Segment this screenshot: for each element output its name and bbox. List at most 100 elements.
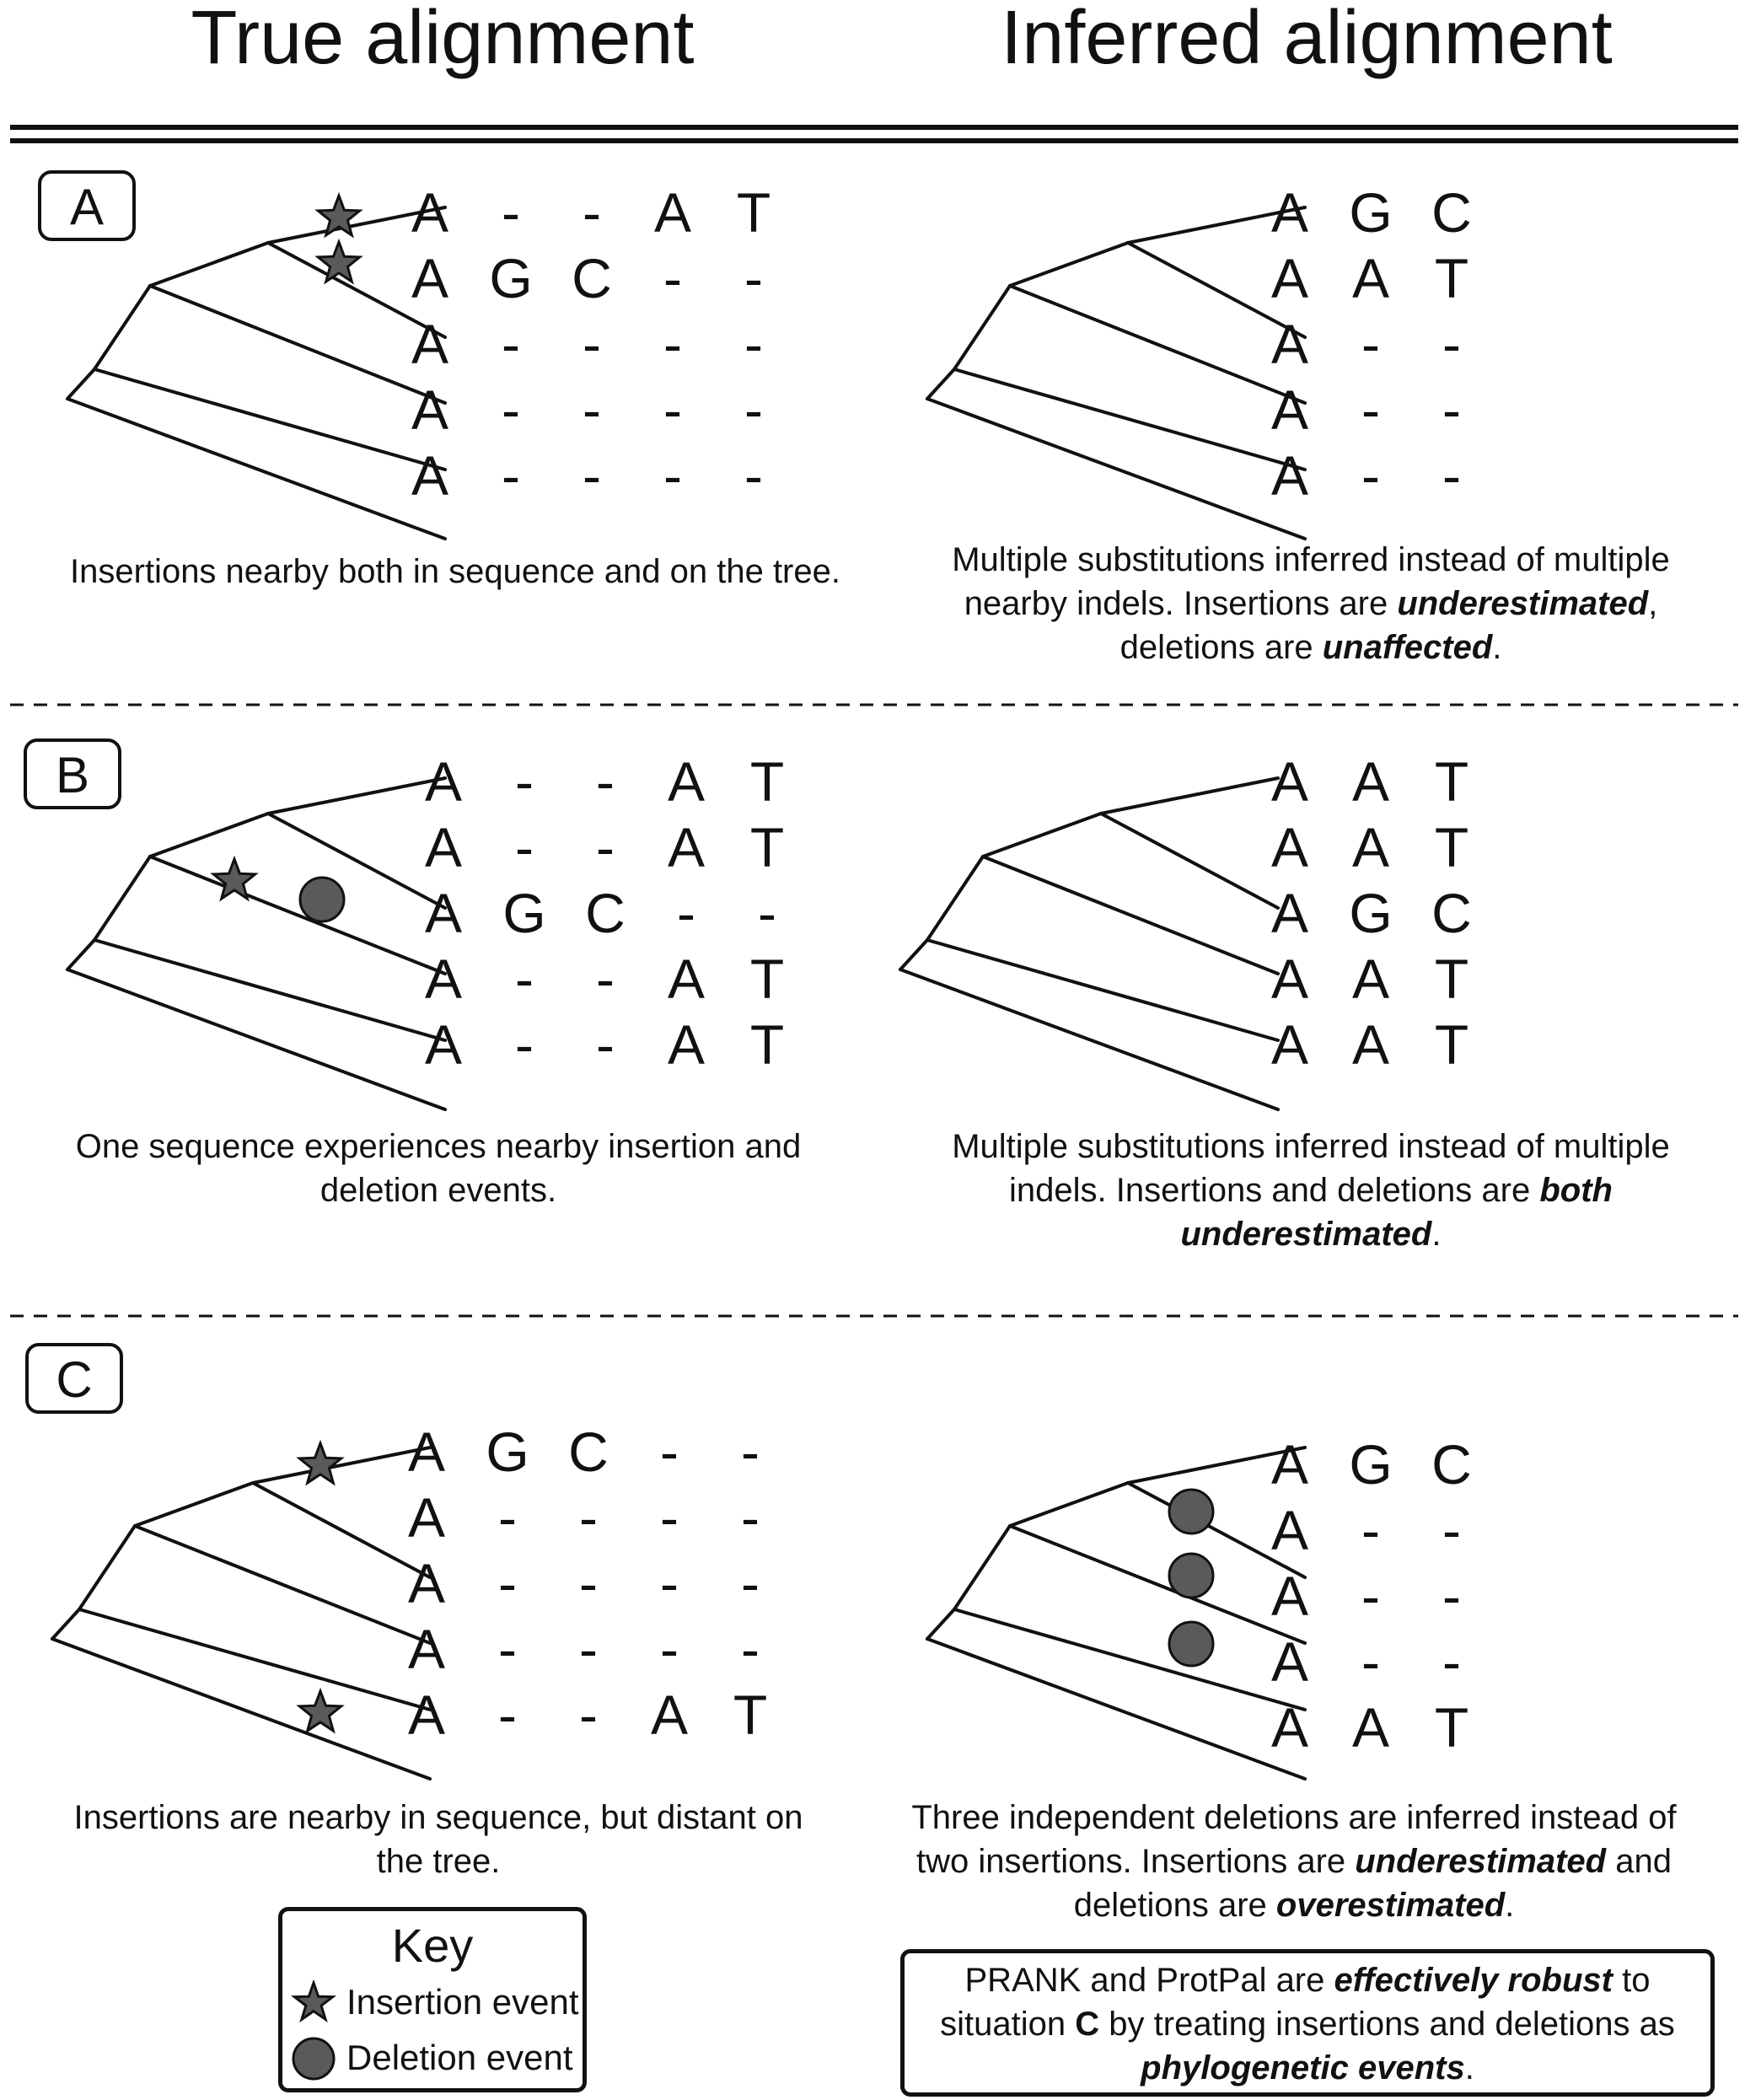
seq-char: A (1271, 1630, 1308, 1693)
seq-char: A (1271, 1499, 1308, 1561)
caption-b-true: One sequence experiences nearby insertio… (75, 1128, 802, 1209)
caption-c-true: Insertions are nearby in sequence, but d… (73, 1799, 803, 1880)
seq-char: A (651, 1684, 688, 1746)
seq-char: G (489, 247, 532, 309)
seq-char: A (1271, 1696, 1308, 1759)
seq-char: A (1271, 750, 1308, 813)
seq-char: A (411, 444, 448, 507)
caption-c-inferred: Three independent deletions are inferred… (911, 1799, 1677, 1924)
seq-char: A (1271, 816, 1308, 878)
star-icon (291, 1980, 336, 2023)
tree-b-inferred (899, 776, 1280, 1111)
seq-char: - (515, 816, 534, 878)
seq-char: - (1361, 379, 1380, 441)
seq-char: - (596, 948, 615, 1010)
seq-char: A (425, 750, 462, 813)
seq-char: A (411, 379, 448, 441)
seq-char: - (660, 1618, 679, 1680)
key-box: Key Insertion event Deletion event (278, 1907, 587, 2092)
seq-char: G (502, 882, 545, 944)
seq-char: - (741, 1421, 760, 1483)
seq-char: C (572, 247, 612, 309)
seq-char: - (741, 1486, 760, 1549)
caption-b-inferred: Multiple substitutions inferred instead … (952, 1128, 1670, 1253)
circle-icon (292, 2037, 336, 2081)
svg-text:C: C (56, 1351, 92, 1408)
seq-char: - (579, 1618, 598, 1680)
seq-char: - (596, 1013, 615, 1076)
insertion-star-icon (210, 855, 259, 902)
seq-char: - (1442, 313, 1461, 375)
seq-char: - (1361, 313, 1380, 375)
deletion-circle-icon (1168, 1552, 1215, 1599)
seq-char: - (583, 313, 601, 375)
seq-char: T (1435, 816, 1468, 878)
seq-char: T (737, 181, 770, 244)
seq-char: T (1435, 1696, 1468, 1759)
seq-char: A (425, 1013, 462, 1076)
seq-char: - (741, 1552, 760, 1614)
svg-text:B: B (56, 747, 89, 803)
seq-char: A (1271, 948, 1308, 1010)
seq-char: T (733, 1684, 767, 1746)
seq-char: A (1352, 816, 1389, 878)
seq-char: A (654, 181, 691, 244)
seq-char: - (663, 313, 682, 375)
seq-char: G (486, 1421, 529, 1483)
seq-char: - (1361, 1499, 1380, 1561)
seq-char: - (515, 750, 534, 813)
caption-a-inferred: Multiple substitutions inferred instead … (952, 541, 1670, 666)
seq-char: A (408, 1552, 445, 1614)
tree-c-true (51, 1446, 432, 1780)
seq-char: - (660, 1552, 679, 1614)
seq-char: - (502, 181, 520, 244)
seq-char: - (502, 313, 520, 375)
panel-label-c: C (25, 1343, 123, 1414)
seq-char: - (744, 444, 763, 507)
header-true-alignment: True alignment (191, 0, 695, 80)
seq-char: A (411, 181, 448, 244)
insertion-star-icon (296, 1439, 345, 1486)
seq-char: - (660, 1486, 679, 1549)
seq-char: - (1442, 1565, 1461, 1627)
seq-char: - (596, 750, 615, 813)
seq-char: A (1271, 444, 1308, 507)
seq-char: A (1271, 1433, 1308, 1496)
seq-char: A (668, 750, 705, 813)
seq-char: - (1361, 444, 1380, 507)
seq-char: C (1431, 181, 1472, 244)
seq-char: A (425, 948, 462, 1010)
key-insertion-label: Insertion event (346, 1982, 579, 2022)
seq-char: - (583, 444, 601, 507)
seq-char: A (668, 948, 705, 1010)
svg-text:A: A (70, 179, 104, 235)
seq-char: A (1271, 379, 1308, 441)
tree-a-inferred (926, 206, 1307, 540)
tree-b-true (66, 776, 447, 1111)
seq-char: T (750, 1013, 784, 1076)
seq-char: T (750, 948, 784, 1010)
key-title: Key (391, 1919, 474, 1972)
seq-char: A (425, 816, 462, 878)
seq-char: A (425, 882, 462, 944)
panel-label-b: B (24, 738, 121, 809)
seq-char: - (498, 1552, 517, 1614)
seq-char: - (498, 1618, 517, 1680)
insertion-star-icon (314, 238, 363, 285)
seq-char: A (408, 1486, 445, 1549)
seq-char: T (750, 816, 784, 878)
insertion-star-icon (314, 191, 363, 239)
seq-char: - (502, 444, 520, 507)
seq-char: - (583, 181, 601, 244)
seq-char: T (1435, 750, 1468, 813)
seq-char: C (1431, 882, 1472, 944)
seq-char: - (596, 816, 615, 878)
seq-char: A (1352, 1013, 1389, 1076)
seq-char: A (1352, 750, 1389, 813)
